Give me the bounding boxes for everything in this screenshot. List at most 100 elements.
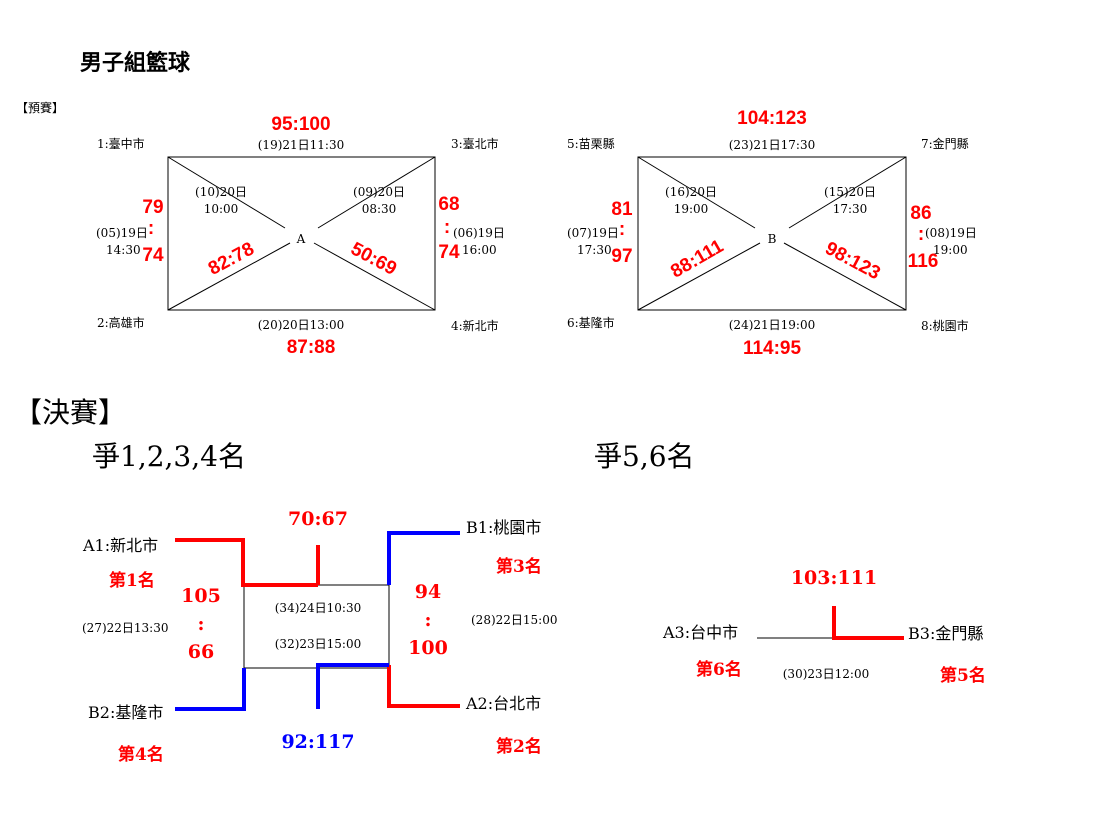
score-label: 66 [188,641,214,663]
group-a-diag-tl [167,156,286,229]
third-place-path [316,663,389,709]
score-colon: : [424,609,431,631]
group-b: B 5:苗栗縣 7:金門縣 6:基隆市 8:桃園市 104:123 (23)21… [567,108,977,359]
team-label: A3:台中市 [662,623,738,642]
game-info: 19:00 [933,243,968,257]
game-info: 10:00 [204,202,239,216]
score-colon: : [918,224,924,245]
game-info: (34)24日10:30 [275,601,362,615]
team-label: 1:臺中市 [97,136,145,151]
team-label: 7:金門縣 [921,136,969,151]
rank-label: 第4名 [118,744,164,765]
score-colon: : [148,218,154,239]
score-label: 50:69 [347,238,400,279]
group-b-diag-tl [637,156,756,229]
score-label: 81 [611,199,633,220]
game-info: (16)20日 [665,185,717,199]
score-label: 105 [181,585,221,607]
game-info: (19)21日11:30 [258,138,345,152]
team-label: 2:高雄市 [97,315,145,330]
score-label: 95:100 [271,114,330,135]
score-label: 82:78 [205,238,258,279]
team-label: B3:金門縣 [908,624,983,643]
rank-label: 第6名 [696,659,742,680]
game-info: 17:30 [833,202,868,216]
game-info: (27)22日13:30 [82,621,169,635]
score-label: 88:111 [667,236,727,283]
rank-label: 第1名 [109,570,155,591]
loser-path-b2 [175,668,246,711]
rank-label: 第5名 [940,665,986,686]
team-label: 4:新北市 [451,318,499,333]
bracket-1-4: A1:新北市 B2:基隆市 B1:桃園市 A2:台北市 第1名 第4名 第3名 … [82,508,558,765]
group-a-diag-bl [167,242,291,311]
score-label: 97 [611,246,632,267]
team-label: 6:基隆市 [567,315,615,330]
group-b-diag-tr [788,156,907,229]
game-info: (07)19日 [567,226,619,240]
score-label: 92:117 [281,731,354,753]
team-label: 5:苗栗縣 [567,137,615,151]
score-label: 116 [908,251,939,272]
score-label: 68 [438,194,459,215]
path-b1 [387,531,460,585]
game-info: (28)22日15:00 [471,613,558,627]
score-label: 98:123 [822,238,884,284]
bracket-5-6-heading: 爭5,6名 [594,440,695,473]
game-info: (06)19日 [453,226,505,240]
game-info: (24)21日19:00 [729,318,816,332]
group-a-letter: A [296,232,306,246]
group-a-box [167,156,436,311]
group-a: A 1:臺中市 3:臺北市 2:高雄市 4:新北市 95:100 (19)21日… [96,114,505,358]
game-info: 14:30 [106,243,141,257]
game-info: (30)23日12:00 [783,667,870,681]
group-a-diag-tr [317,156,436,229]
rank-label: 第2名 [496,736,542,757]
game-info: (05)19日 [96,226,148,240]
game-info: 16:00 [462,243,497,257]
game-info: (10)20日 [195,185,247,199]
score-label: 103:111 [791,567,877,589]
score-label: 87:88 [287,337,336,358]
game-info: 17:30 [577,243,612,257]
score-label: 79 [142,197,163,218]
group-b-diag-bl [637,242,761,311]
team-label: A1:新北市 [82,536,158,555]
team-label: 3:臺北市 [451,136,499,151]
final-label: 【決賽】 [14,396,126,429]
game-info: (23)21日17:30 [729,138,816,152]
group-b-box [637,156,907,311]
score-label: 70:67 [288,508,348,530]
score-label: 100 [408,637,448,659]
team-label: A2:台北市 [465,694,541,713]
score-colon: : [197,613,204,635]
bracket-5-6: 103:111 A3:台中市 B3:金門縣 第6名 第5名 (30)23日12:… [662,567,986,686]
team-label: B1:桃園市 [466,518,541,537]
game-info: 08:30 [362,202,397,216]
winner-path-b3 [832,606,904,640]
score-label: 74 [142,245,164,266]
score-label: 114:95 [743,338,802,359]
game-info: (15)20日 [824,185,876,199]
page-title: 男子組籃球 [80,50,191,76]
game-info: (20)20日13:00 [258,318,345,332]
game-info: 19:00 [674,202,709,216]
game-info: (32)23日15:00 [275,637,362,651]
team-label: B2:基隆市 [88,703,163,722]
score-colon: : [444,217,450,238]
group-b-letter: B [768,232,777,246]
score-label: 94 [415,581,441,603]
group-a-diag-br [313,242,436,311]
winner-path-a1 [175,538,318,587]
score-colon: : [619,219,625,240]
score-label: 86 [910,203,931,224]
bracket-1-4-heading: 爭1,2,3,4名 [92,440,246,473]
game-info: (09)20日 [353,185,405,199]
team-label: 8:桃園市 [921,318,969,333]
group-b-diag-br [783,242,907,311]
score-label: 74 [438,242,460,263]
score-label: 104:123 [737,108,807,129]
rank-label: 第3名 [496,556,542,577]
game-info: (08)19日 [925,226,977,240]
